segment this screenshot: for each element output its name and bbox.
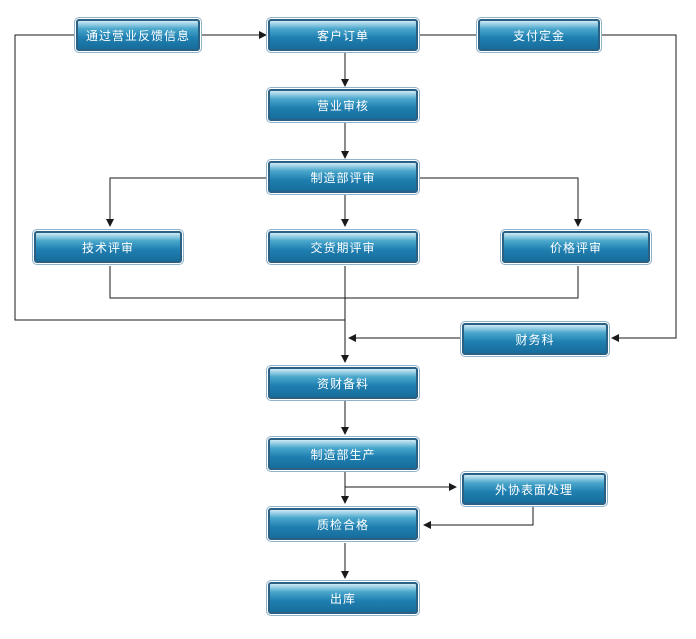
node-price-review: 价格评审 — [502, 231, 650, 263]
node-delivery-review: 交货期评审 — [268, 231, 418, 263]
edge-feedback-loop — [14, 34, 345, 321]
edge-deposit-to-finance — [602, 34, 677, 342]
node-feedback: 通过营业反馈信息 — [76, 19, 200, 51]
node-mfg-review: 制造部评审 — [268, 161, 418, 193]
node-production: 制造部生产 — [268, 438, 418, 470]
edge-mfg-to-tech-review — [106, 177, 268, 227]
edge-review-merge — [109, 266, 579, 299]
node-materials: 资财备料 — [268, 367, 418, 399]
node-qc: 质检合格 — [268, 508, 418, 540]
node-sales-review: 营业审核 — [268, 89, 418, 121]
node-finance: 财务科 — [462, 323, 608, 355]
node-outsourced: 外协表面处理 — [462, 473, 606, 505]
node-tech-review: 技术评审 — [34, 231, 182, 263]
edge-mfg-to-price-review — [420, 177, 582, 227]
node-deposit: 支付定金 — [478, 19, 600, 51]
node-warehouse: 出库 — [268, 582, 418, 614]
node-customer-order: 客户订单 — [268, 19, 418, 51]
edge-outsourced-to-qc — [423, 505, 534, 529]
